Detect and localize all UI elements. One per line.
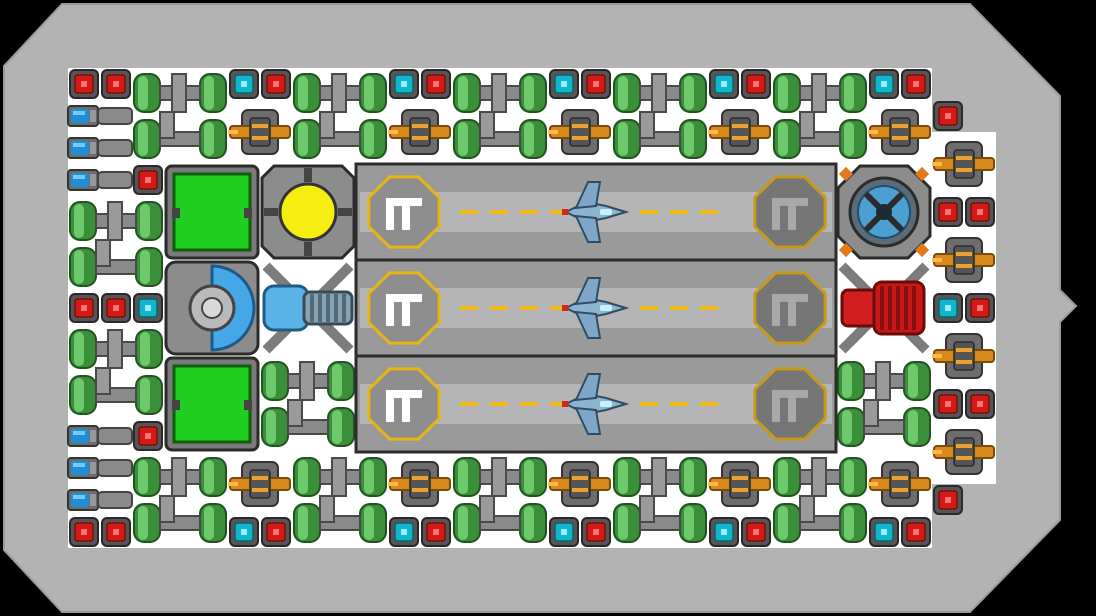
hangar-bay-3[interactable] <box>354 354 838 454</box>
runway-stripe <box>490 210 508 214</box>
fighter-cockpit-icon <box>600 305 612 311</box>
red-capacitor-icon[interactable] <box>69 293 99 323</box>
red-capacitor-icon[interactable] <box>69 517 99 547</box>
runway-stripe <box>460 306 478 310</box>
red-capacitor-icon[interactable] <box>933 197 963 227</box>
runway-stripe <box>640 306 658 310</box>
battery-cell-icon[interactable] <box>67 425 133 447</box>
runway-stripe <box>700 306 718 310</box>
cyan-capacitor-icon[interactable] <box>229 517 259 547</box>
red-capacitor-icon[interactable] <box>933 101 963 131</box>
red-capacitor-icon[interactable] <box>901 517 931 547</box>
runway-stripe <box>700 210 718 214</box>
red-capacitor-icon[interactable] <box>421 69 451 99</box>
fighter-wing-icon <box>574 181 602 210</box>
runway-stripe <box>490 402 508 406</box>
runway-stripe <box>640 210 658 214</box>
blue-engine-icon <box>262 284 310 332</box>
cyan-capacitor-icon[interactable] <box>549 69 579 99</box>
red-capacitor-icon[interactable] <box>741 69 771 99</box>
battery-cell-icon[interactable] <box>67 105 133 127</box>
red-capacitor-icon[interactable] <box>965 389 995 419</box>
red-capacitor-icon[interactable] <box>69 69 99 99</box>
cyan-capacitor-icon[interactable] <box>869 69 899 99</box>
runway-stripe <box>550 306 568 310</box>
fighter-wing-icon <box>574 277 602 306</box>
fighter-wing-icon <box>574 310 602 339</box>
hangar-bay-1[interactable] <box>354 162 838 262</box>
hangar-bay-2[interactable] <box>354 258 838 358</box>
runway-stripe <box>520 306 538 310</box>
red-capacitor-icon[interactable] <box>261 69 291 99</box>
runway-stripe <box>640 402 658 406</box>
cyan-capacitor-icon[interactable] <box>389 517 419 547</box>
fighter-thruster-icon <box>562 209 568 215</box>
fighter-wing-icon <box>574 214 602 243</box>
red-capacitor-icon[interactable] <box>933 485 963 515</box>
fighter-wing-icon <box>574 373 602 402</box>
cyan-capacitor-icon[interactable] <box>229 69 259 99</box>
fighter-cockpit-icon <box>600 209 612 215</box>
green-armory-icon <box>172 172 252 252</box>
green-armory-icon <box>172 364 252 444</box>
red-capacitor-icon[interactable] <box>933 389 963 419</box>
fighter-cockpit-icon <box>600 401 612 407</box>
battery-cell-icon[interactable] <box>67 457 133 479</box>
runway-stripe <box>670 402 688 406</box>
runway-stripe <box>670 306 688 310</box>
red-capacitor-icon[interactable] <box>901 69 931 99</box>
runway-stripe <box>550 210 568 214</box>
fighter-thruster-icon <box>562 305 568 311</box>
red-capacitor-icon[interactable] <box>261 517 291 547</box>
battery-cell-icon[interactable] <box>67 489 133 511</box>
fighter-wing-icon <box>574 406 602 435</box>
runway-stripe <box>550 402 568 406</box>
red-capacitor-icon[interactable] <box>965 197 995 227</box>
runway-stripe <box>520 210 538 214</box>
runway-stripe <box>460 210 478 214</box>
red-capacitor-icon[interactable] <box>101 517 131 547</box>
runway-stripe <box>520 402 538 406</box>
cyan-capacitor-icon[interactable] <box>709 69 739 99</box>
red-capacitor-icon[interactable] <box>581 69 611 99</box>
cyan-capacitor-icon[interactable] <box>709 517 739 547</box>
red-capacitor-icon[interactable] <box>133 421 163 451</box>
battery-cell-icon[interactable] <box>67 137 133 159</box>
cyan-capacitor-icon[interactable] <box>133 293 163 323</box>
yellow-reactor-icon <box>278 182 338 242</box>
red-capacitor-icon[interactable] <box>101 69 131 99</box>
red-capacitor-icon[interactable] <box>421 517 451 547</box>
fighter-thruster-icon <box>562 401 568 407</box>
runway-stripe <box>670 210 688 214</box>
red-capacitor-icon[interactable] <box>581 517 611 547</box>
red-capacitor-icon[interactable] <box>965 293 995 323</box>
cyan-capacitor-icon[interactable] <box>549 517 579 547</box>
battery-cell-icon[interactable] <box>67 169 133 191</box>
runway-stripe <box>700 402 718 406</box>
red-capacitor-icon[interactable] <box>741 517 771 547</box>
red-capacitor-icon[interactable] <box>133 165 163 195</box>
cyan-capacitor-icon[interactable] <box>869 517 899 547</box>
red-capacitor-icon[interactable] <box>101 293 131 323</box>
cyan-capacitor-icon[interactable] <box>389 69 419 99</box>
cyan-capacitor-icon[interactable] <box>933 293 963 323</box>
runway-stripe <box>490 306 508 310</box>
runway-stripe <box>460 402 478 406</box>
